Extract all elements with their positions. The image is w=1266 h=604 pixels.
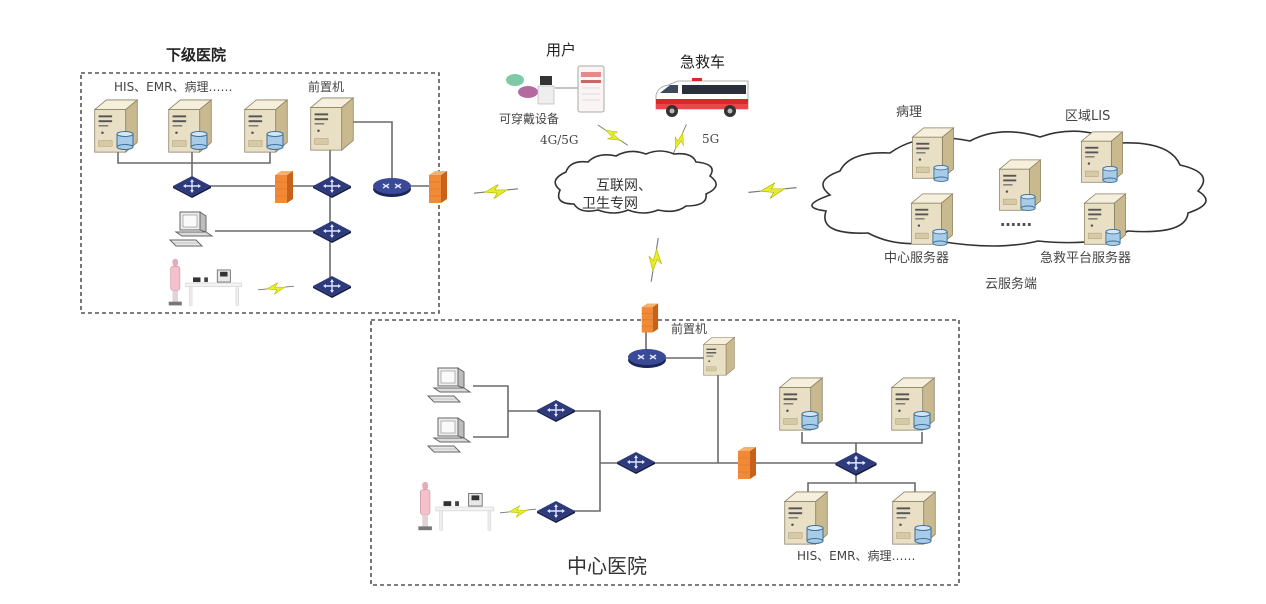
workstation-icon: [169, 211, 213, 247]
lower-hospital-title: 下级医院: [166, 46, 226, 64]
central-front-end-label: 前置机: [671, 321, 707, 336]
cloud-server-group: 病理 区域LIS …… 中心服务器 急救平台服务器 云服务端: [811, 105, 1207, 292]
firewall-icon: [428, 170, 448, 204]
database-icon: [116, 131, 134, 150]
link: [807, 482, 916, 495]
medical-device-icon: [168, 258, 243, 306]
ambulance-icon: [655, 77, 749, 118]
user-link-label: 4G/5G: [540, 133, 578, 147]
emergency-server-label: 急救平台服务器: [1040, 250, 1131, 266]
workstation-icon: [427, 417, 471, 453]
link: [473, 385, 509, 438]
link: [350, 121, 393, 180]
regional-lis-label: 区域LIS: [1065, 109, 1110, 124]
front-end-server-icon: [703, 337, 735, 376]
lightning-icon: [594, 118, 631, 153]
ambulance-group: 急救车 5G: [655, 53, 749, 161]
ambulance-title: 急救车: [680, 53, 725, 71]
central-servers-label: HIS、EMR、病理……: [797, 548, 915, 563]
router-icon: [372, 177, 412, 198]
ellipsis-label: ……: [1000, 211, 1032, 230]
ambulance-link-label: 5G: [702, 132, 719, 146]
database-icon: [932, 228, 948, 246]
lower-hospital-front-end-label: 前置机: [308, 79, 344, 94]
database-icon: [933, 164, 949, 182]
central-hospital-boundary: [370, 319, 960, 586]
lightning-icon: [258, 282, 294, 295]
lower-hospital-group: 下级医院 HIS、EMR、病理…… 前置机: [80, 46, 448, 314]
lightning-icon: [642, 236, 669, 284]
database-icon: [266, 131, 284, 150]
wearable-icon: [506, 74, 578, 105]
database-icon: [806, 525, 824, 544]
user-title: 用户: [546, 41, 576, 59]
switch-icon: [172, 175, 212, 199]
switch-icon: [834, 451, 878, 477]
lightning-icon: [500, 505, 536, 518]
internet-cloud-line1: 互联网、: [596, 178, 652, 194]
switch-icon: [616, 451, 656, 475]
cloud-server-title: 云服务端: [985, 276, 1037, 292]
firewall-icon: [737, 446, 757, 480]
lightning-icon: [473, 183, 519, 200]
database-icon: [913, 411, 931, 430]
database-icon: [1105, 228, 1121, 246]
database-icon: [1020, 193, 1036, 211]
database-icon: [190, 131, 208, 150]
database-icon: [914, 525, 932, 544]
database-icon: [801, 411, 819, 430]
pathology-label: 病理: [896, 105, 922, 120]
internet-cloud-group: 互联网、 卫生专网: [554, 150, 717, 214]
front-end-server-icon: [310, 97, 354, 151]
cloud-icon: [554, 150, 717, 214]
smartphone-icon: [577, 65, 605, 113]
link: [801, 432, 923, 444]
switch-icon: [312, 220, 352, 244]
link: [117, 148, 271, 164]
internet-cloud-line2: 卫生专网: [582, 196, 638, 212]
lower-hospital-servers-label: HIS、EMR、病理……: [114, 79, 232, 94]
wearable-label: 可穿戴设备: [499, 111, 559, 126]
switch-icon: [312, 275, 352, 299]
link: [508, 410, 601, 512]
switch-icon: [536, 399, 576, 423]
database-icon: [1102, 165, 1118, 183]
lightning-icon: [747, 181, 798, 200]
switch-icon: [312, 175, 352, 199]
central-hospital-title: 中心医院: [567, 554, 647, 578]
switch-icon: [536, 500, 576, 524]
firewall-icon: [641, 303, 659, 333]
user-group: 用户 可穿戴设备 4G/5G: [499, 41, 631, 153]
medical-device-icon: [417, 481, 495, 531]
router-icon: [627, 348, 667, 369]
firewall-icon: [274, 170, 294, 204]
workstation-icon: [427, 367, 471, 403]
central-server-label: 中心服务器: [884, 250, 949, 266]
central-hospital-group: 中心医院 前置机 HIS、EMR、病理……: [370, 303, 960, 586]
